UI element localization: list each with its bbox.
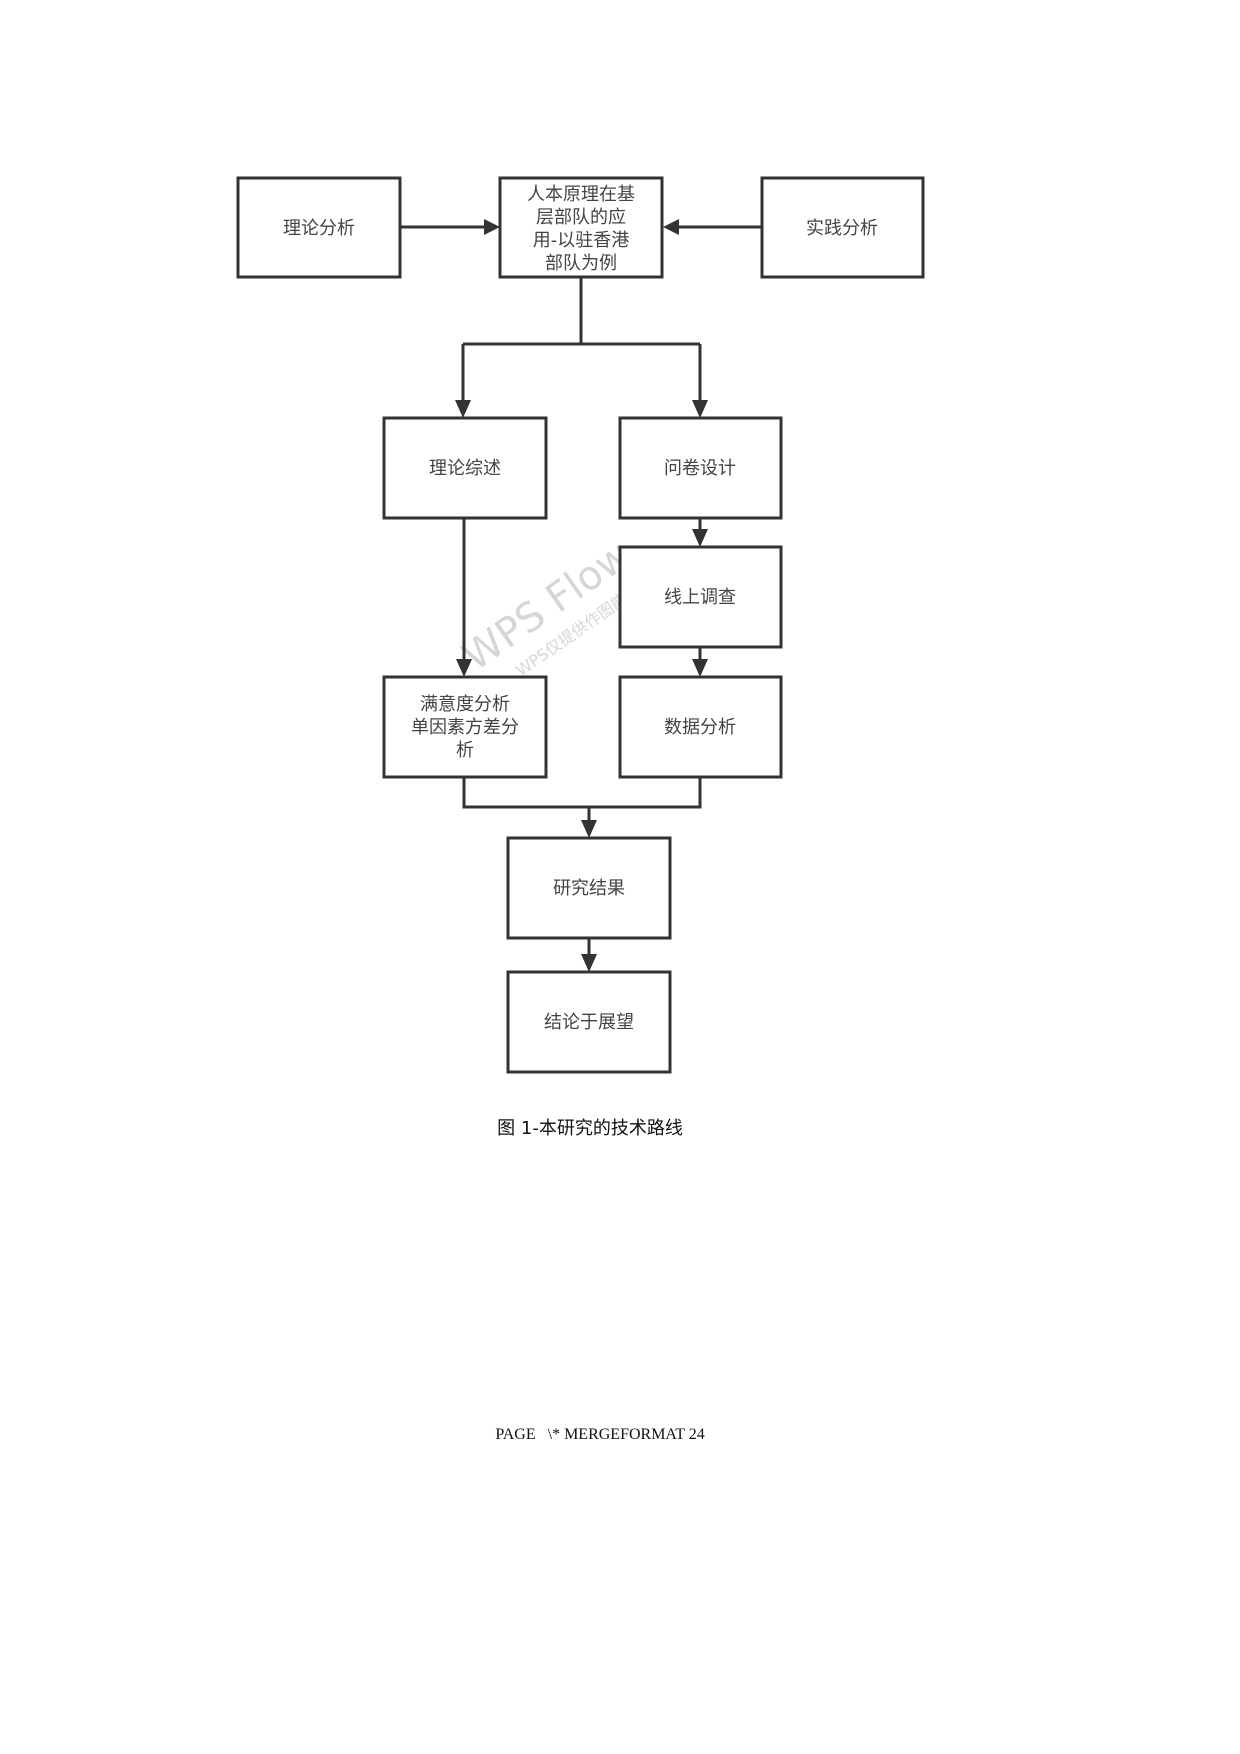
arrowhead-to-literature-review [455,400,471,418]
arrowhead-to-data-analysis [692,659,708,677]
arrowhead-practice-to-main [663,219,679,235]
node-literature-review: 理论综述 [382,416,548,520]
node-data-analysis: 数据分析 [618,675,783,779]
node-conclusion: 结论于展望 [506,970,672,1074]
node-online-survey: 线上调查 [618,545,783,649]
node-main-topic-line-1: 人本原理在基 [527,184,635,205]
arrowhead-to-questionnaire-design [692,400,708,418]
node-online-survey-label: 线上调查 [664,587,736,608]
node-satisfaction-analysis-line-2: 单因素方差分 [411,717,519,738]
node-theory-analysis: 理论分析 [236,176,402,279]
arrowhead-to-conclusion [581,954,597,972]
node-main-topic: 人本原理在基 层部队的应 用-以驻香港 部队为例 [498,176,664,279]
figure-caption: 图 1-本研究的技术路线 [497,1118,683,1139]
node-main-topic-line-2: 层部队的应 [536,207,626,228]
node-satisfaction-analysis-line-3: 析 [456,740,474,761]
node-main-topic-line-4: 部队为例 [545,253,617,274]
arrowhead-to-results [581,820,597,838]
node-literature-review-label: 理论综述 [429,458,501,479]
node-questionnaire-design: 问卷设计 [618,416,783,520]
node-data-analysis-label: 数据分析 [664,717,736,738]
arrowhead-to-satisfaction [456,659,472,677]
node-satisfaction-analysis-line-1: 满意度分析 [420,694,510,715]
node-conclusion-label: 结论于展望 [544,1012,634,1033]
edge-merge-to-results [462,777,702,822]
node-theory-analysis-label: 理论分析 [283,218,355,239]
arrowhead-to-survey [692,529,708,547]
node-questionnaire-design-label: 问卷设计 [664,458,736,479]
node-research-results: 研究结果 [506,836,672,940]
node-practice-analysis-label: 实践分析 [806,218,878,239]
page-footer-field: PAGE \* MERGEFORMAT 24 [495,1426,705,1443]
arrowhead-theory-to-main [484,219,500,235]
node-main-topic-line-3: 用-以驻香港 [533,230,630,251]
node-research-results-label: 研究结果 [553,878,625,899]
edges [400,219,762,972]
node-satisfaction-analysis: 满意度分析 单因素方差分 析 [382,675,548,779]
technical-route-flowchart: WPS Flow WPS仅提供作图能力 理论分析 人本原理在基 层部队的应 用-… [236,176,925,1074]
node-practice-analysis: 实践分析 [760,176,925,279]
edge-main-split [461,278,702,402]
